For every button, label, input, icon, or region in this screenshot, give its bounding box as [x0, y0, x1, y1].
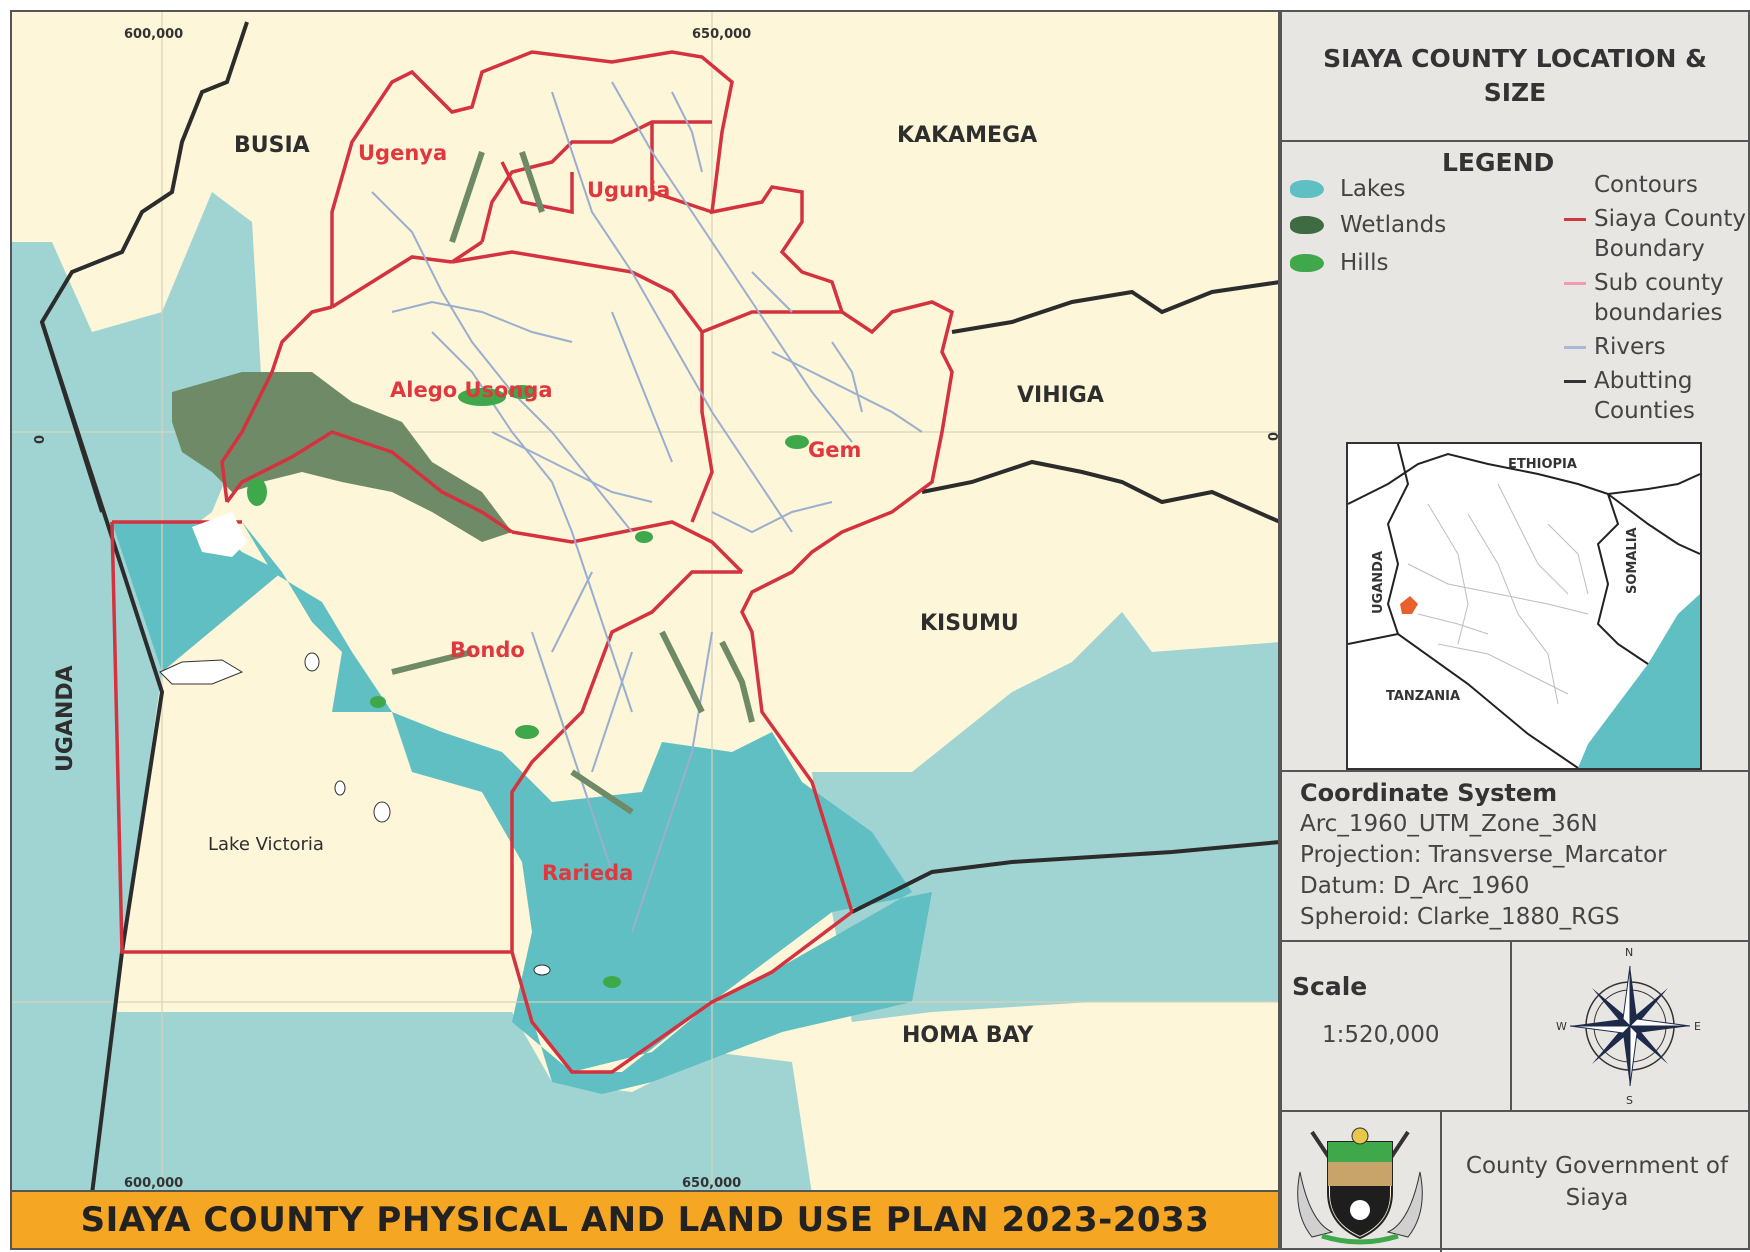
grid-label-x650-top: 650,000 [692, 27, 751, 42]
wetland-area [172, 372, 512, 542]
coordinate-system-title: Coordinate System [1300, 779, 1558, 807]
county-label-vihiga: VIHIGA [1017, 383, 1104, 408]
grid-label-x600-bottom: 600,000 [124, 1176, 183, 1191]
lake-label: Lake Victoria [208, 834, 324, 855]
hills-swatch [1290, 254, 1324, 272]
compass-s: S [1626, 1094, 1633, 1107]
legend-label-subcounty-boundaries: Sub county boundaries [1594, 270, 1724, 326]
scale-value: 1:520,000 [1322, 1022, 1440, 1048]
subcounty-label-alego: Alego Usonga [390, 378, 553, 402]
grid-label-x600-top: 600,000 [124, 27, 183, 42]
north-arrow: N S E W [1512, 942, 1750, 1112]
legend-right-column: Contours Siaya County Boundary Sub count… [1564, 170, 1749, 430]
map-info-panel: SIAYA COUNTY LOCATION & SIZE LEGEND Lake… [1280, 10, 1750, 1252]
county-coat-of-arms-icon [1297, 1127, 1423, 1245]
legend-item-rivers: Rivers [1564, 332, 1749, 362]
contours-swatch [1564, 184, 1586, 187]
abutting-counties-swatch [1564, 380, 1586, 383]
legend-label-contours: Contours [1594, 172, 1698, 198]
legend-label-rivers: Rivers [1594, 334, 1666, 360]
rivers [371, 81, 923, 933]
legend-label-lakes: Lakes [1340, 176, 1406, 202]
map-title-bar: SIAYA COUNTY PHYSICAL AND LAND USE PLAN … [10, 1192, 1280, 1250]
inset-canvas: ETHIOPIA TANZANIA UGANDA SOMALIA [1348, 444, 1700, 768]
coordinate-system: Coordinate System Arc_1960_UTM_Zone_36N … [1282, 772, 1748, 942]
government-name: County Government of Siaya [1442, 1112, 1750, 1252]
lake-victoria-water [107, 522, 932, 1094]
county-label-busia: BUSIA [234, 133, 310, 158]
inset-label-ethiopia: ETHIOPIA [1508, 457, 1577, 472]
grid-label-y0-left: 0 [33, 435, 48, 444]
coordinate-line-3: Datum: D_Arc_1960 [1300, 873, 1530, 899]
scale-title: Scale [1292, 972, 1368, 1001]
legend-label-siaya-boundary: Siaya County Boundary [1594, 206, 1747, 262]
kenya-inset-map: ETHIOPIA TANZANIA UGANDA SOMALIA [1346, 442, 1702, 770]
legend-item-abutting-counties: Abutting Counties [1564, 366, 1749, 426]
grid-labels: 600,000 650,000 600,000 650,000 0 0 [33, 27, 1280, 1191]
county-label-kakamega: KAKAMEGA [897, 123, 1037, 148]
compass-w: W [1556, 1020, 1567, 1033]
map-canvas: 600,000 650,000 600,000 650,000 0 0 BUSI… [12, 12, 1280, 1191]
legend-title: LEGEND [1442, 148, 1555, 177]
subcounty-labels: Ugenya Ugunja Alego Usonga Gem Bondo Rar… [358, 141, 861, 885]
inset-siaya-highlight [1400, 596, 1418, 614]
compass-n: N [1625, 946, 1633, 959]
subcounty-label-rarieda: Rarieda [542, 861, 633, 885]
legend-item-lakes: Lakes [1290, 176, 1406, 202]
wetland-streaks [391, 151, 755, 815]
siaya-county-boundary [110, 50, 955, 1074]
hills [247, 385, 809, 988]
siaya-boundary-swatch [1564, 218, 1586, 221]
lakes-swatch [1290, 180, 1324, 198]
map-layout: 600,000 650,000 600,000 650,000 0 0 BUSI… [10, 10, 1750, 1252]
inset-labels: ETHIOPIA TANZANIA UGANDA SOMALIA [1371, 457, 1640, 704]
scale-box: Scale 1:520,000 [1282, 942, 1512, 1112]
coordinate-line-1: Arc_1960_UTM_Zone_36N [1300, 811, 1598, 837]
map-title: SIAYA COUNTY PHYSICAL AND LAND USE PLAN … [80, 1200, 1210, 1240]
legend-label-abutting-counties: Abutting Counties [1594, 368, 1695, 424]
inset-label-uganda: UGANDA [1371, 551, 1386, 614]
inset-borders [1348, 444, 1700, 768]
legend-item-hills: Hills [1290, 250, 1388, 276]
county-label-homa-bay: HOMA BAY [902, 1023, 1034, 1048]
inset-label-somalia: SOMALIA [1625, 527, 1640, 594]
legend-item-wetlands: Wetlands [1290, 212, 1446, 238]
islands [159, 652, 551, 976]
subcounty-label-ugunja: Ugunja [587, 178, 670, 202]
inset-label-tanzania: TANZANIA [1386, 689, 1460, 704]
coordinate-line-2: Projection: Transverse_Marcator [1300, 842, 1667, 868]
legend-item-contours: Contours [1564, 170, 1749, 200]
grid-label-y0-right: 0 [1267, 432, 1280, 441]
grid-label-x650-bottom: 650,000 [682, 1176, 741, 1191]
map-area: 600,000 650,000 600,000 650,000 0 0 BUSI… [10, 10, 1280, 1192]
rivers-swatch [1564, 346, 1586, 349]
legend-label-wetlands: Wetlands [1340, 212, 1447, 238]
coordinate-line-4: Spheroid: Clarke_1880_RGS [1300, 904, 1620, 930]
inset-coast-water [1578, 594, 1700, 768]
compass-e: E [1694, 1020, 1701, 1033]
legend-label-hills: Hills [1340, 250, 1389, 276]
government-name-text: County Government of Siaya [1465, 1153, 1729, 1211]
legend-item-subcounty-boundaries: Sub county boundaries [1564, 268, 1749, 328]
subcounty-label-bondo: Bondo [450, 638, 525, 662]
inset-internal-boundaries [1407, 483, 1589, 705]
abutting-county-boundaries [39, 21, 1278, 1190]
subcounty-label-ugenya: Ugenya [358, 141, 447, 165]
subcounty-label-gem: Gem [808, 438, 861, 462]
wetlands-swatch [1290, 216, 1324, 234]
panel-title-text: SIAYA COUNTY LOCATION & SIZE [1323, 44, 1707, 107]
county-logo [1282, 1112, 1442, 1252]
county-label-kisumu: KISUMU [920, 611, 1019, 636]
county-label-uganda: UGANDA [53, 665, 78, 772]
legend-item-siaya-boundary: Siaya County Boundary [1564, 204, 1749, 264]
panel-title: SIAYA COUNTY LOCATION & SIZE [1282, 12, 1748, 142]
lake-light-shelf [12, 192, 1278, 1190]
county-labels: BUSIA KAKAMEGA VIHIGA KISUMU HOMA BAY UG… [53, 123, 1104, 1048]
compass-rose-icon: N S E W [1556, 946, 1701, 1107]
legend: LEGEND Lakes Wetlands Hills Contours [1282, 142, 1748, 772]
subcounty-boundary-swatch [1564, 282, 1586, 285]
white-land-patch [192, 512, 247, 557]
